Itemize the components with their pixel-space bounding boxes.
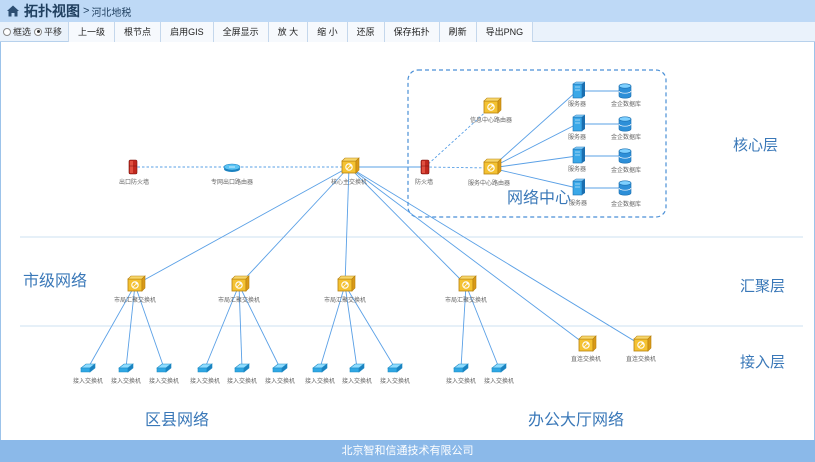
access-switch-label: 接入交换机 [379, 378, 411, 385]
database-icon[interactable] [618, 148, 632, 164]
mode-box-select-radio[interactable]: 框选 [3, 25, 31, 38]
layer-aggregation-label: 汇聚层 [740, 278, 786, 295]
direct-switch-label: 直连交换机 [625, 356, 657, 363]
mode-box-select-label: 框选 [13, 27, 32, 37]
root-node-button[interactable]: 根节点 [114, 21, 161, 42]
toolbar: 框选 平移 上一级 根节点 启用GIS 全屏显示 放 大 缩 小 还原 保存拓扑… [0, 21, 815, 42]
access-switch-label: 接入交换机 [189, 378, 221, 385]
firewall-label: 防火墙 [414, 179, 434, 186]
save-topology-button[interactable]: 保存拓扑 [383, 21, 439, 42]
service-router-icon[interactable] [483, 158, 502, 175]
layer-core-label: 核心层 [733, 137, 779, 154]
exit-firewall-icon[interactable] [128, 159, 138, 175]
direct-switch-icon[interactable] [578, 335, 597, 352]
city-switch-icon[interactable] [231, 275, 250, 292]
access-switch-icon[interactable] [387, 363, 403, 373]
enable-gis-button[interactable]: 启用GIS [160, 21, 213, 42]
zoom-out-button[interactable]: 缩 小 [307, 21, 347, 42]
access-switch-icon[interactable] [312, 363, 328, 373]
direct-switch-label: 直连交换机 [570, 356, 602, 363]
access-switch-icon[interactable] [272, 363, 288, 373]
region-office-hall-label: 办公大厅网络 [528, 412, 625, 429]
server-icon[interactable] [572, 178, 586, 196]
firewall-icon[interactable] [420, 159, 430, 175]
database-label: 金企数据库 [610, 134, 642, 141]
access-switch-icon[interactable] [234, 363, 250, 373]
core-switch-label: 核心主交换机 [330, 179, 368, 186]
access-switch-label: 接入交换机 [483, 378, 515, 385]
server-label: 服务器 [567, 166, 587, 173]
mode-pan-label: 平移 [44, 27, 63, 37]
region-network-center-label: 网络中心 [507, 190, 572, 207]
access-switch-icon[interactable] [197, 363, 213, 373]
export-png-button[interactable]: 导出PNG [475, 21, 534, 42]
up-level-button[interactable]: 上一级 [68, 21, 115, 42]
access-switch-label: 接入交换机 [341, 378, 373, 385]
exit-firewall-label: 出口防火墙 [118, 179, 150, 186]
database-icon[interactable] [618, 116, 632, 132]
server-label: 服务器 [567, 101, 587, 108]
city-switch-icon[interactable] [127, 275, 146, 292]
topology-diagram [20, 69, 803, 373]
home-icon[interactable] [6, 4, 20, 18]
footer: 北京智和信通技术有限公司 [0, 440, 815, 462]
server-icon[interactable] [572, 81, 586, 99]
radio-dot-selected-icon [34, 27, 43, 36]
database-label: 金企数据库 [610, 101, 642, 108]
zoom-in-button[interactable]: 放 大 [267, 21, 308, 42]
city-switch-label: 市局汇聚交换机 [444, 297, 488, 304]
access-switch-label: 接入交换机 [226, 378, 258, 385]
fullscreen-button[interactable]: 全屏显示 [212, 21, 268, 42]
database-icon[interactable] [618, 180, 632, 196]
reset-button[interactable]: 还原 [346, 21, 384, 42]
private-router-icon[interactable] [223, 163, 241, 173]
private-router-label: 专网出口路由器 [210, 179, 254, 186]
access-switch-icon[interactable] [80, 363, 96, 373]
mode-pan-radio[interactable]: 平移 [34, 25, 62, 38]
access-switch-icon[interactable] [491, 363, 507, 373]
access-switch-label: 接入交换机 [110, 378, 142, 385]
direct-switch-icon[interactable] [633, 335, 652, 352]
topology-links [87, 90, 642, 369]
access-switch-label: 接入交换机 [72, 378, 104, 385]
network-center-group[interactable] [407, 69, 667, 218]
layer-access-label: 接入层 [740, 354, 786, 371]
access-switch-label: 接入交换机 [445, 378, 477, 385]
server-icon[interactable] [572, 146, 586, 164]
region-county-label: 区县网络 [145, 412, 210, 429]
title-bar: 拓扑视图 > 河北地税 [0, 0, 815, 22]
breadcrumb-separator: > [83, 5, 90, 17]
service-router-label: 服务中心路由器 [467, 180, 511, 187]
database-icon[interactable] [618, 83, 632, 99]
info-router-icon[interactable] [483, 97, 502, 114]
access-switch-icon[interactable] [156, 363, 172, 373]
server-label: 服务器 [567, 134, 587, 141]
access-switch-icon[interactable] [118, 363, 134, 373]
city-switch-label: 市局汇聚交换机 [323, 297, 367, 304]
access-switch-label: 接入交换机 [148, 378, 180, 385]
breadcrumb-subtitle[interactable]: 河北地税 [91, 7, 132, 19]
page-title: 拓扑视图 [24, 3, 80, 19]
region-city-label: 市级网络 [23, 273, 88, 290]
toolbar-buttons: 上一级 根节点 启用GIS 全屏显示 放 大 缩 小 还原 保存拓扑 刷新 导出… [68, 21, 534, 42]
info-router-label: 信息中心路由器 [469, 117, 513, 124]
server-label: 服务器 [568, 200, 588, 207]
city-switch-icon[interactable] [337, 275, 356, 292]
access-switch-icon[interactable] [453, 363, 469, 373]
city-switch-label: 市局汇聚交换机 [217, 297, 261, 304]
city-switch-icon[interactable] [458, 275, 477, 292]
company-name: 北京智和信通技术有限公司 [341, 445, 474, 457]
radio-dot-icon [3, 27, 11, 36]
database-label: 金企数据库 [610, 167, 642, 174]
topology-canvas[interactable]: 出口防火墙 专网出口路由器 核心主交换机 防火墙 信息中心路由器 服务中心路由器… [0, 42, 815, 439]
access-switch-label: 接入交换机 [304, 378, 336, 385]
server-icon[interactable] [572, 114, 586, 132]
refresh-button[interactable]: 刷新 [438, 21, 476, 42]
access-switch-icon[interactable] [349, 363, 365, 373]
core-switch-icon[interactable] [341, 157, 360, 174]
city-switch-label: 市局汇聚交换机 [113, 297, 157, 304]
access-switch-label: 接入交换机 [264, 378, 296, 385]
database-label: 金企数据库 [610, 201, 642, 208]
